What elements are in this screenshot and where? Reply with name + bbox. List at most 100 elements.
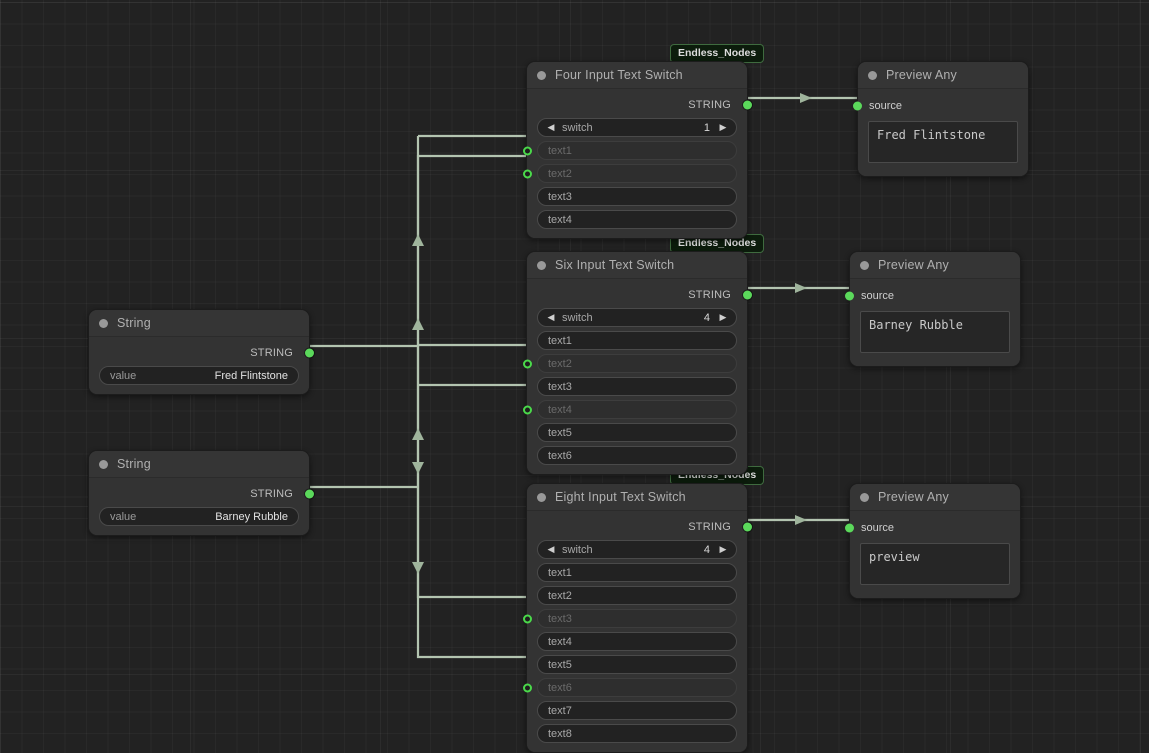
widget-text6[interactable]: text6 (537, 678, 737, 697)
input-slot-source[interactable] (853, 102, 862, 111)
chevron-right-icon[interactable]: ▶ (716, 545, 730, 554)
widget-switch-combo[interactable]: ◀ switch 1 ▶ (537, 118, 737, 137)
collapse-dot-icon[interactable] (537, 261, 546, 270)
output-row-string: STRING (527, 517, 747, 536)
widget-value-text: Barney Rubble (215, 511, 288, 523)
chevron-right-icon[interactable]: ▶ (716, 123, 730, 132)
output-slot-string[interactable] (305, 348, 314, 357)
node-body: STRING ◀ switch 1 ▶ text1 text2 text3 t (527, 89, 747, 238)
node-eight-input-text-switch[interactable]: Eight Input Text Switch STRING ◀ switch … (526, 483, 748, 753)
node-header[interactable]: Four Input Text Switch (527, 62, 747, 89)
input-slot-text2[interactable] (523, 169, 532, 178)
widget-value[interactable]: value Barney Rubble (99, 507, 299, 526)
node-preview-any-1[interactable]: Preview Any source Fred Flintstone (857, 61, 1029, 177)
output-slot-string[interactable] (743, 522, 752, 531)
widget-text2[interactable]: text2 (537, 164, 737, 183)
collapse-dot-icon[interactable] (860, 261, 869, 270)
widget-label: text7 (548, 705, 572, 717)
widget-switch-combo[interactable]: ◀ switch 4 ▶ (537, 308, 737, 327)
widget-text5[interactable]: text5 (537, 423, 737, 442)
input-slot-text2[interactable] (523, 359, 532, 368)
node-title: Preview Any (886, 68, 957, 82)
input-slot-text4[interactable] (523, 405, 532, 414)
widget-text1[interactable]: text1 (537, 331, 737, 350)
output-slot-string[interactable] (743, 290, 752, 299)
node-header[interactable]: String (89, 451, 309, 478)
node-header[interactable]: Preview Any (858, 62, 1028, 89)
input-slot-source[interactable] (845, 524, 854, 533)
widget-text2[interactable]: text2 (537, 354, 737, 373)
node-header[interactable]: Six Input Text Switch (527, 252, 747, 279)
node-header[interactable]: Preview Any (850, 252, 1020, 279)
node-title: String (117, 457, 151, 471)
chevron-left-icon[interactable]: ◀ (544, 313, 558, 322)
output-label: STRING (250, 488, 293, 500)
widget-text6[interactable]: text6 (537, 446, 737, 465)
widget-text4[interactable]: text4 (537, 210, 737, 229)
widget-text8[interactable]: text8 (537, 724, 737, 743)
input-row-source: source (858, 97, 1028, 115)
node-string-1[interactable]: String STRING value Fred Flintstone (88, 309, 310, 395)
node-header[interactable]: String (89, 310, 309, 337)
node-title: Preview Any (878, 490, 949, 504)
node-header[interactable]: Eight Input Text Switch (527, 484, 747, 511)
widget-text1[interactable]: text1 (537, 563, 737, 582)
input-slot-source[interactable] (845, 292, 854, 301)
widget-text3[interactable]: text3 (537, 187, 737, 206)
node-header[interactable]: Preview Any (850, 484, 1020, 511)
widget-label: text1 (548, 567, 572, 579)
collapse-dot-icon[interactable] (99, 460, 108, 469)
node-body: STRING value Barney Rubble (89, 478, 309, 535)
widget-text2[interactable]: text2 (537, 586, 737, 605)
widget-label: value (110, 370, 136, 382)
node-six-input-text-switch[interactable]: Six Input Text Switch STRING ◀ switch 4 … (526, 251, 748, 475)
node-body: source Barney Rubble (850, 279, 1020, 366)
chevron-right-icon[interactable]: ▶ (716, 313, 730, 322)
chevron-left-icon[interactable]: ◀ (544, 545, 558, 554)
input-label: source (861, 522, 894, 534)
collapse-dot-icon[interactable] (537, 493, 546, 502)
input-slot-text1[interactable] (523, 146, 532, 155)
input-label: source (861, 290, 894, 302)
widget-label: text4 (548, 214, 572, 226)
output-slot-string[interactable] (743, 100, 752, 109)
wire-direction-arrows (412, 234, 424, 574)
widget-label: text5 (548, 659, 572, 671)
node-four-input-text-switch[interactable]: Four Input Text Switch STRING ◀ switch 1… (526, 61, 748, 239)
widget-text1[interactable]: text1 (537, 141, 737, 160)
widget-value[interactable]: value Fred Flintstone (99, 366, 299, 385)
output-row-string: STRING (89, 343, 309, 362)
collapse-dot-icon[interactable] (99, 319, 108, 328)
collapse-dot-icon[interactable] (537, 71, 546, 80)
output-slot-string[interactable] (305, 489, 314, 498)
node-body: source Fred Flintstone (858, 89, 1028, 176)
output-row-string: STRING (527, 285, 747, 304)
widget-text5[interactable]: text5 (537, 655, 737, 674)
node-body: source preview (850, 511, 1020, 598)
input-slot-text3[interactable] (523, 614, 532, 623)
widget-text3[interactable]: text3 (537, 609, 737, 628)
node-title: Eight Input Text Switch (555, 490, 686, 504)
preview-text-box: preview (860, 543, 1010, 585)
widget-label: text2 (548, 590, 572, 602)
widget-text7[interactable]: text7 (537, 701, 737, 720)
widget-text4[interactable]: text4 (537, 400, 737, 419)
widget-label: text8 (548, 728, 572, 740)
output-label: STRING (688, 521, 731, 533)
collapse-dot-icon[interactable] (860, 493, 869, 502)
widget-text3[interactable]: text3 (537, 377, 737, 396)
widget-text4[interactable]: text4 (537, 632, 737, 651)
node-preview-any-2[interactable]: Preview Any source Barney Rubble (849, 251, 1021, 367)
input-label: source (869, 100, 902, 112)
node-body: STRING ◀ switch 4 ▶ text1 text2 text3 te… (527, 511, 747, 752)
node-preview-any-3[interactable]: Preview Any source preview (849, 483, 1021, 599)
widget-switch-combo[interactable]: ◀ switch 4 ▶ (537, 540, 737, 559)
node-string-2[interactable]: String STRING value Barney Rubble (88, 450, 310, 536)
chevron-left-icon[interactable]: ◀ (544, 123, 558, 132)
collapse-dot-icon[interactable] (868, 71, 877, 80)
preview-text-box: Fred Flintstone (868, 121, 1018, 163)
widget-label: text2 (548, 168, 572, 180)
input-slot-text6[interactable] (523, 683, 532, 692)
output-label: STRING (688, 289, 731, 301)
